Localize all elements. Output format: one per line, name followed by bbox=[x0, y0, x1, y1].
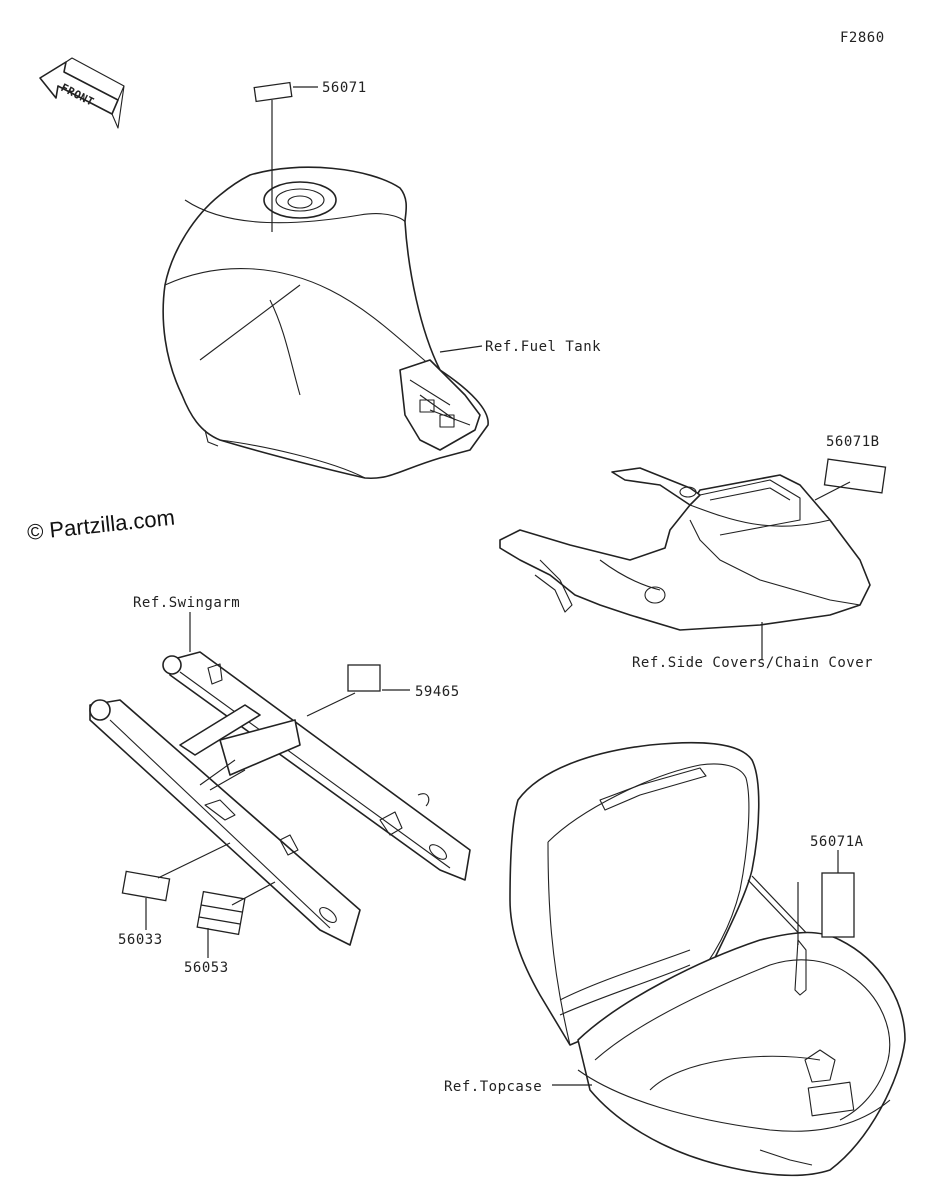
sticker-56071 bbox=[253, 81, 293, 103]
sticker-56053 bbox=[196, 890, 246, 936]
part-number-56071b: 56071B bbox=[826, 434, 880, 450]
part-number-56033: 56033 bbox=[118, 932, 163, 948]
part-number-56053: 56053 bbox=[184, 960, 229, 976]
front-arrow-icon: FRONT bbox=[39, 57, 125, 129]
part-number-59465: 59465 bbox=[415, 684, 460, 700]
part-number-56071: 56071 bbox=[322, 80, 367, 96]
swingarm-ref-label: Ref.Swingarm bbox=[133, 595, 240, 611]
sticker-56033 bbox=[121, 870, 171, 902]
topcase-illustration bbox=[509, 741, 906, 1177]
sticker-59465 bbox=[347, 664, 381, 692]
sticker-56071a bbox=[821, 872, 855, 938]
fuel-tank-ref-label: Ref.Fuel Tank bbox=[485, 339, 601, 355]
swingarm-illustration bbox=[89, 651, 471, 946]
partzilla-watermark: © Partzilla.com bbox=[26, 505, 176, 545]
part-number-56071a: 56071A bbox=[810, 834, 864, 850]
figure-code: F2860 bbox=[840, 30, 885, 46]
topcase-ref-label: Ref.Topcase bbox=[444, 1079, 542, 1095]
sticker-56071b bbox=[823, 458, 887, 494]
side-covers-illustration bbox=[499, 467, 871, 631]
side-covers-ref-label: Ref.Side Covers/Chain Cover bbox=[632, 655, 873, 671]
fuel-tank-illustration bbox=[162, 166, 489, 480]
